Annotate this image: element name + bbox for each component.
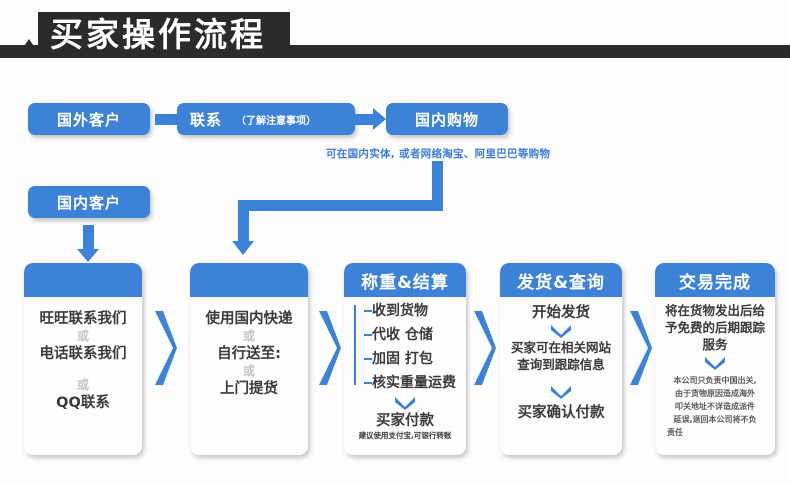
elbow-connector-down	[238, 200, 249, 243]
card-footer-main: 买家付款	[376, 413, 434, 429]
card-line-or: 或	[76, 378, 89, 392]
page-title: 买家操作流程	[50, 15, 266, 54]
card-delivery-method-header	[190, 263, 308, 297]
node-domestic-customer[interactable]: 国内客户	[28, 186, 150, 218]
elbow-connector-icon	[432, 161, 443, 211]
node-contact-label: 联系	[190, 110, 223, 129]
card-transaction-complete-body: 将在货物发出后给 予免费的后期跟踪服务 本公司只负责中国出关, 由于货物原因造成…	[655, 297, 775, 439]
card-weigh-settle[interactable]: 称重&结算 收到货物 代收 仓储 加固 打包 核实重量运费 买家付款 建议使用支…	[344, 263, 466, 455]
header-notch	[16, 39, 42, 58]
card-transaction-complete-title: 交易完成	[655, 263, 775, 297]
card-line: 买家可在相关网站	[510, 340, 611, 355]
node-domestic-customer-label: 国内客户	[56, 193, 121, 212]
card-ship-track[interactable]: 发货&查询 开始发货 买家可在相关网站 查询到跟踪信息 买家确认付款	[500, 263, 622, 455]
chevron-right-icon-4	[627, 305, 653, 391]
chevron-down-icon	[705, 357, 725, 370]
node-domestic-shopping[interactable]: 国内购物	[386, 103, 508, 135]
chevron-right-icon-2	[316, 305, 342, 391]
node-contact[interactable]: 联系 （了解注意事项）	[177, 103, 355, 135]
card-ship-track-body: 开始发货 买家可在相关网站 查询到跟踪信息 买家确认付款	[500, 297, 622, 423]
card-line: 使用国内快递	[205, 311, 293, 327]
bracket-item: 加固 打包	[364, 347, 464, 371]
elbow-connector-horizontal	[238, 200, 443, 211]
node-domestic-shopping-label: 国内购物	[414, 110, 479, 129]
chevron-down-icon	[551, 325, 571, 338]
card-line: 自行送至:	[217, 346, 281, 362]
bracket-item: 收到货物	[364, 299, 464, 323]
card-contact-us[interactable]: 旺旺联系我们 或 电话联系我们 或 QQ联系	[24, 263, 142, 455]
chevron-right-icon-3	[471, 305, 497, 391]
disclaimer-line: 本公司只负责中国出关,	[673, 376, 757, 385]
disclaimer-line: 延误,退回本公司将不负	[673, 415, 757, 424]
card-line: 旺旺联系我们	[39, 311, 127, 327]
card-weigh-settle-title: 称重&结算	[344, 263, 466, 297]
bracket-item: 核实重量运费	[364, 371, 464, 395]
card-lead-line: 将在货物发出后给	[664, 303, 765, 318]
bracket-line-icon	[354, 305, 356, 385]
shopping-caption: 可在国内实体, 或者网络淘宝、阿里巴巴等购物	[326, 148, 551, 160]
card-contact-us-body: 旺旺联系我们 或 电话联系我们 或 QQ联系	[24, 297, 142, 413]
disclaimer-line: 叩关地址不详造成派件	[675, 402, 755, 411]
elbow-arrowhead-icon	[232, 241, 254, 255]
card-ship-track-title: 发货&查询	[500, 263, 622, 297]
bracket-item: 代收 仓储	[364, 323, 464, 347]
card-line: 电话联系我们	[39, 346, 127, 362]
node-overseas-customer-label: 国外客户	[56, 110, 121, 129]
card-lead-line: 予免费的后期跟踪服务	[664, 320, 765, 352]
card-contact-us-header	[24, 263, 142, 297]
card-line: 买家确认付款	[517, 405, 605, 421]
card-line: 上门提货	[220, 381, 278, 397]
card-delivery-method[interactable]: 使用国内快递 或 自行送至: 或 上门提货	[190, 263, 308, 455]
card-transaction-complete[interactable]: 交易完成 将在货物发出后给 予免费的后期跟踪服务 本公司只负责中国出关, 由于货…	[655, 263, 775, 455]
chevron-down-icon	[395, 397, 415, 410]
card-delivery-method-body: 使用国内快递 或 自行送至: 或 上门提货	[190, 297, 308, 399]
card-line: QQ联系	[56, 395, 110, 411]
card-line-or: 或	[76, 329, 89, 343]
node-overseas-customer[interactable]: 国外客户	[28, 103, 150, 135]
disclaimer-line: 责任	[667, 428, 683, 437]
card-line: 开始发货	[532, 305, 590, 321]
card-line: 查询到跟踪信息	[517, 357, 605, 372]
arrow-down-icon	[77, 225, 100, 262]
bracket-list: 收到货物 代收 仓储 加固 打包 核实重量运费	[354, 299, 464, 395]
chevron-down-icon-2	[551, 386, 571, 399]
card-footer-note: 建议使用支付宝,可银行转账	[358, 431, 452, 440]
arrow-right-icon-2	[349, 108, 386, 131]
card-weigh-settle-body: 收到货物 代收 仓储 加固 打包 核实重量运费 买家付款 建议使用支付宝,可银行…	[344, 297, 466, 440]
header-title-block	[38, 12, 290, 58]
disclaimer-line: 由于货物原因造成海外	[675, 389, 755, 398]
card-line-or: 或	[242, 364, 255, 378]
card-line-or: 或	[242, 329, 255, 343]
chevron-right-icon	[152, 305, 178, 391]
node-contact-sublabel: （了解注意事项）	[236, 115, 317, 127]
